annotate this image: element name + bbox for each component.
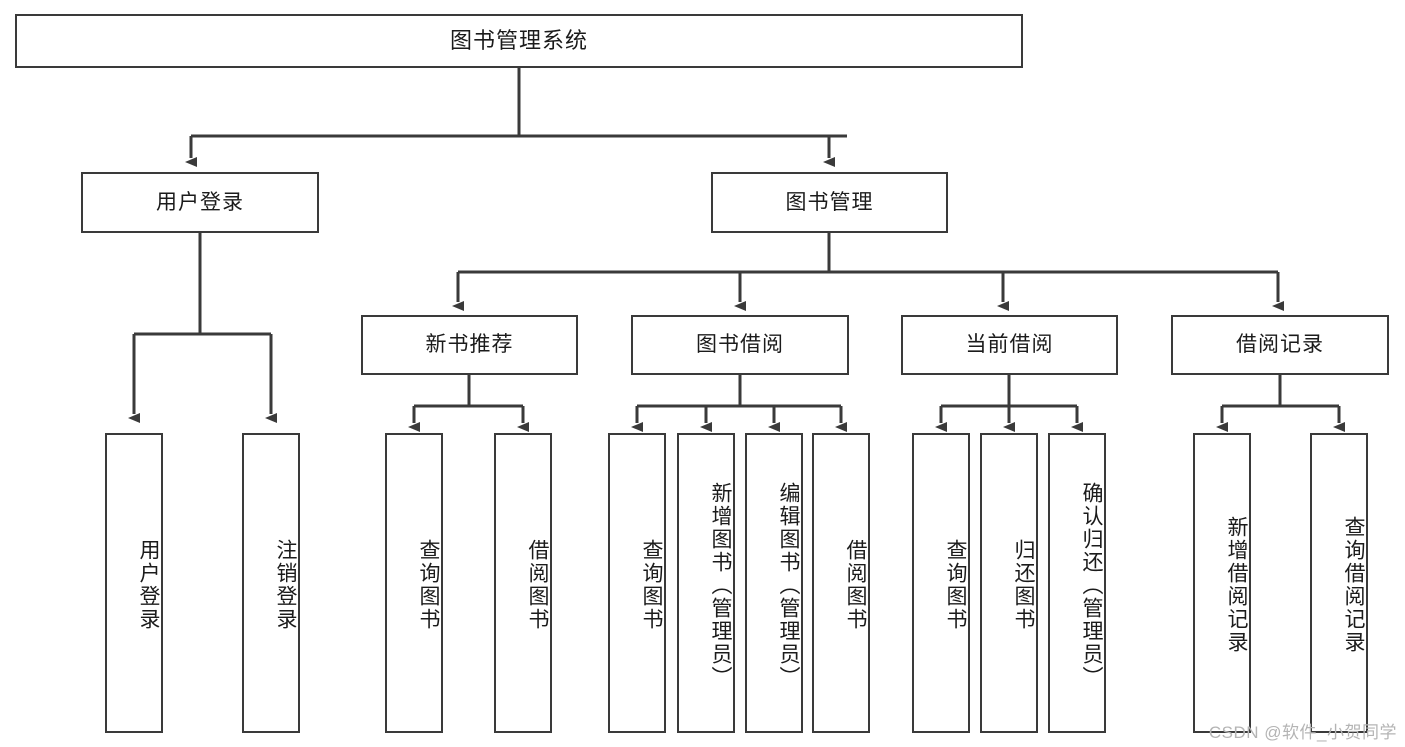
leaf-label: 查询借阅记录	[1342, 516, 1365, 654]
leaf-label: 新增借阅记录	[1225, 516, 1248, 654]
leaf-book-borrow-add-book-admin[interactable]: 新增图书（管理员）	[677, 433, 735, 733]
node-book-management[interactable]: 图书管理	[711, 172, 948, 233]
leaf-label: 注销登录	[274, 539, 297, 631]
node-label: 当前借阅	[965, 333, 1054, 357]
leaf-borrow-record-query-record[interactable]: 查询借阅记录	[1310, 433, 1368, 733]
leaf-new-book-borrow-book[interactable]: 借阅图书	[494, 433, 552, 733]
leaf-user-login-login[interactable]: 用户登录	[105, 433, 163, 733]
node-label: 图书管理	[785, 190, 874, 214]
leaf-current-borrow-query-book[interactable]: 查询图书	[912, 433, 970, 733]
leaf-label: 新增图书（管理员）	[709, 481, 732, 689]
leaf-label: 用户登录	[137, 539, 160, 631]
node-label: 图书管理系统	[449, 27, 588, 53]
leaf-borrow-record-add-record[interactable]: 新增借阅记录	[1193, 433, 1251, 733]
leaf-label: 查询图书	[944, 539, 967, 631]
leaf-book-borrow-edit-book-admin[interactable]: 编辑图书（管理员）	[745, 433, 803, 733]
node-current-borrow[interactable]: 当前借阅	[901, 315, 1118, 375]
node-borrow-record[interactable]: 借阅记录	[1171, 315, 1389, 375]
leaf-label: 查询图书	[640, 539, 663, 631]
leaf-book-borrow-borrow-book[interactable]: 借阅图书	[812, 433, 870, 733]
leaf-current-borrow-confirm-return-admin[interactable]: 确认归还（管理员）	[1048, 433, 1106, 733]
watermark-text: CSDN @软件_小贺同学	[1208, 723, 1397, 742]
leaf-label: 借阅图书	[526, 539, 549, 631]
node-label: 借阅记录	[1236, 333, 1324, 357]
leaf-label: 确认归还（管理员）	[1080, 481, 1103, 689]
leaf-user-login-logout[interactable]: 注销登录	[242, 433, 300, 733]
node-new-book-recommend[interactable]: 新书推荐	[361, 315, 578, 375]
node-label: 用户登录	[156, 190, 244, 214]
leaf-book-borrow-query-book[interactable]: 查询图书	[608, 433, 666, 733]
leaf-label: 编辑图书（管理员）	[777, 481, 800, 689]
node-root-book-management-system[interactable]: 图书管理系统	[15, 14, 1023, 68]
leaf-current-borrow-return-book[interactable]: 归还图书	[980, 433, 1038, 733]
leaf-label: 归还图书	[1012, 539, 1035, 631]
node-label: 新书推荐	[425, 333, 514, 357]
node-book-borrow[interactable]: 图书借阅	[631, 315, 849, 375]
node-label: 图书借阅	[696, 333, 784, 357]
leaf-label: 查询图书	[417, 539, 440, 631]
leaf-new-book-query-book[interactable]: 查询图书	[385, 433, 443, 733]
node-user-login[interactable]: 用户登录	[81, 172, 319, 233]
leaf-label: 借阅图书	[844, 539, 867, 631]
